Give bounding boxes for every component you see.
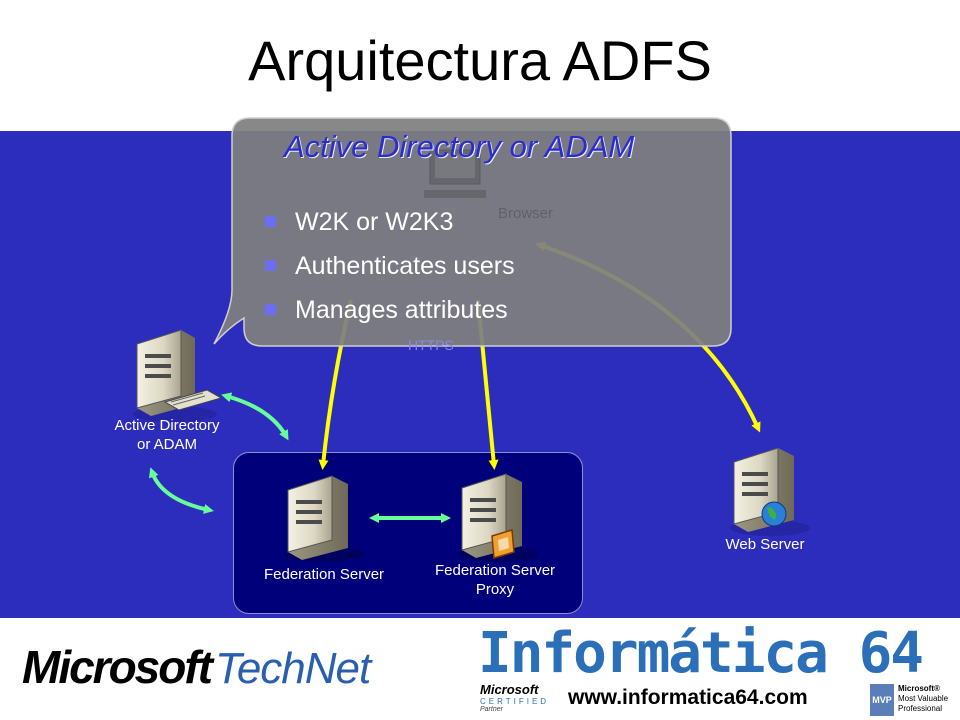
callout-heading: Active Directory or ADAM	[284, 129, 635, 164]
mvp-badge: MVP Microsoft® Most Valuable Professiona…	[870, 684, 948, 718]
slide-title: Arquitectura ADFS	[248, 29, 712, 92]
certified-partner-badge: Microsoft CERTIFIED Partner	[480, 682, 558, 718]
microsoft-wordmark: Microsoft	[22, 641, 213, 693]
web-server-label: Web Server	[725, 536, 805, 553]
bullet-square-icon	[265, 260, 276, 271]
mvp-icon: MVP	[870, 684, 894, 716]
technet-wordmark: TechNet	[215, 644, 371, 693]
callout-bullet: Authenticates users	[262, 244, 515, 288]
arrow-ad-federation-1	[221, 392, 289, 441]
browser-label: Browser	[498, 205, 553, 222]
federation-server-icon	[284, 475, 364, 562]
active-directory-server-icon	[133, 329, 223, 422]
arrow-ad-federation-2	[148, 467, 214, 514]
active-directory-label: Active Directory or ADAM	[114, 417, 220, 453]
website-url: www.informatica64.com	[568, 686, 808, 709]
callout-bubble	[213, 117, 732, 347]
web-server-icon	[730, 447, 810, 536]
certified-brand: Microsoft	[480, 682, 539, 697]
callout-bullet-text: Authenticates users	[295, 252, 515, 280]
certified-line: CERTIFIED	[480, 697, 550, 706]
callout-bullet-text: W2K or W2K3	[295, 208, 454, 236]
informatica64-wordmark: Informática 64	[478, 621, 924, 686]
callout-bullet-list: W2K or W2K3 Authenticates users Manages …	[262, 200, 515, 332]
green-arrows	[148, 392, 451, 523]
mvp-line-1: Most Valuable	[898, 694, 949, 703]
callout-bullet: Manages attributes	[262, 288, 515, 332]
federation-server-label: Federation Server	[263, 566, 385, 583]
mvp-line-2: Professional	[898, 704, 943, 713]
https-label: HTTPS	[408, 337, 454, 353]
bullet-square-icon	[265, 304, 276, 315]
federation-server-proxy-icon	[458, 473, 538, 562]
informatica64-logo: Informática 64 Microsoft CERTIFIED Partn…	[478, 624, 948, 720]
federation-server-proxy-label: Federation Server Proxy	[434, 562, 556, 598]
callout-bullet: W2K or W2K3	[262, 200, 515, 244]
bullet-square-icon	[265, 216, 276, 227]
callout-bullet-text: Manages attributes	[295, 296, 508, 324]
browser-icon	[424, 149, 486, 198]
partner-line: Partner	[480, 706, 503, 713]
mvp-brand: Microsoft®	[898, 684, 940, 693]
microsoft-technet-logo: MicrosoftTechNet	[22, 640, 422, 696]
